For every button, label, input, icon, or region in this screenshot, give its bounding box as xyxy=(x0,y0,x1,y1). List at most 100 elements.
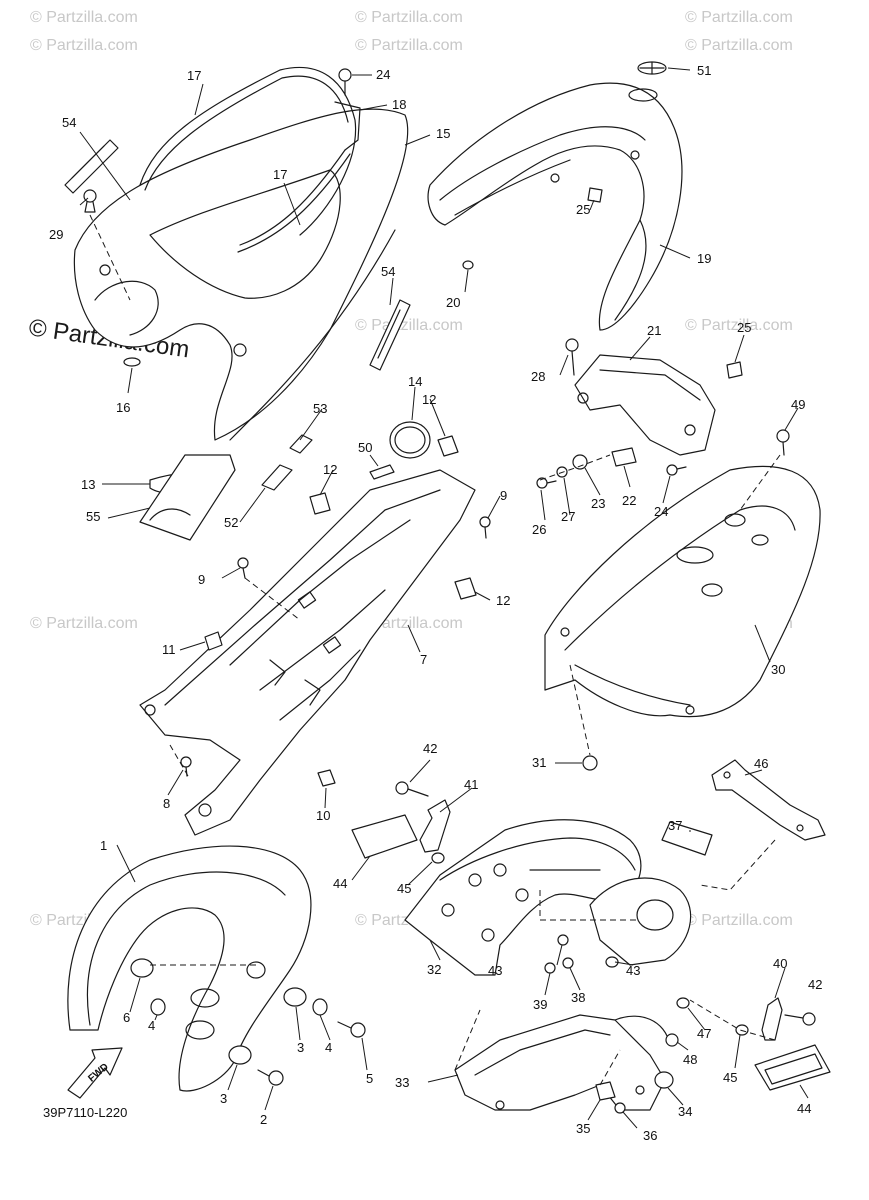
callout-39[interactable]: 39 xyxy=(533,997,547,1012)
tail-cover-19[interactable] xyxy=(427,82,683,331)
holder-12-right[interactable] xyxy=(454,577,477,600)
callout-40[interactable]: 40 xyxy=(773,956,787,971)
callout-34[interactable]: 34 xyxy=(678,1104,692,1119)
callout-12[interactable]: 12 xyxy=(323,462,337,477)
callout-8[interactable]: 8 xyxy=(163,796,170,811)
callout-24[interactable]: 24 xyxy=(654,504,668,519)
screw-26[interactable] xyxy=(536,477,557,489)
callout-33[interactable]: 33 xyxy=(395,1075,409,1090)
callout-16[interactable]: 16 xyxy=(116,400,130,415)
bolt-42-left[interactable] xyxy=(395,781,429,797)
rear-fender-33[interactable] xyxy=(454,1014,671,1111)
callout-46[interactable]: 46 xyxy=(754,756,768,771)
rear-fender-frame-7[interactable] xyxy=(139,469,476,836)
bolt-2[interactable] xyxy=(257,1069,284,1086)
callout-4[interactable]: 4 xyxy=(325,1040,332,1055)
callout-7[interactable]: 7 xyxy=(420,652,427,667)
callout-14[interactable]: 14 xyxy=(408,374,422,389)
callout-43[interactable]: 43 xyxy=(488,963,502,978)
clip-11[interactable] xyxy=(204,631,223,651)
callout-4[interactable]: 4 xyxy=(148,1018,155,1033)
clip-25-top[interactable] xyxy=(587,187,603,203)
callout-9[interactable]: 9 xyxy=(500,488,507,503)
grommet-34[interactable] xyxy=(654,1071,674,1089)
callout-11[interactable]: 11 xyxy=(162,642,176,657)
damper-52[interactable] xyxy=(261,464,293,491)
callout-12[interactable]: 12 xyxy=(496,593,510,608)
callout-37[interactable]: 37 xyxy=(668,818,682,833)
callout-50[interactable]: 50 xyxy=(358,440,372,455)
callout-42[interactable]: 42 xyxy=(808,977,822,992)
callout-28[interactable]: 28 xyxy=(531,369,545,384)
screw-24-right[interactable] xyxy=(666,464,687,476)
callout-5[interactable]: 5 xyxy=(366,1071,373,1086)
screw-36[interactable] xyxy=(614,1102,626,1114)
collar-6[interactable] xyxy=(130,958,154,978)
bolt-42-right[interactable] xyxy=(784,1012,816,1026)
emblem-54-left[interactable] xyxy=(64,139,119,194)
plate-37[interactable] xyxy=(661,821,713,856)
callout-54[interactable]: 54 xyxy=(381,264,395,279)
callout-38[interactable]: 38 xyxy=(571,990,585,1005)
callout-19[interactable]: 19 xyxy=(697,251,711,266)
callout-42[interactable]: 42 xyxy=(423,741,437,756)
holder-12-top[interactable] xyxy=(437,435,459,457)
nut-35[interactable] xyxy=(595,1081,616,1101)
nut-43-left[interactable] xyxy=(557,934,569,946)
callout-15[interactable]: 15 xyxy=(436,126,450,141)
screw-29[interactable] xyxy=(83,189,97,213)
callout-51[interactable]: 51 xyxy=(697,63,711,78)
license-light-housing[interactable] xyxy=(589,877,692,966)
callout-44[interactable]: 44 xyxy=(797,1101,811,1116)
callout-49[interactable]: 49 xyxy=(791,397,805,412)
nut-48[interactable] xyxy=(665,1033,679,1047)
bolt-28[interactable] xyxy=(565,338,579,376)
bolt-49[interactable] xyxy=(776,429,790,456)
bracket-40[interactable] xyxy=(761,997,783,1041)
callout-29[interactable]: 29 xyxy=(49,227,63,242)
callout-3[interactable]: 3 xyxy=(297,1040,304,1055)
tool-pad-55[interactable] xyxy=(139,454,236,541)
front-fender-1[interactable] xyxy=(67,845,312,1092)
nut-45-right[interactable] xyxy=(735,1024,749,1036)
callout-17[interactable]: 17 xyxy=(187,68,201,83)
callout-20[interactable]: 20 xyxy=(446,295,460,310)
screw-24-top[interactable] xyxy=(338,68,352,96)
collar-3-upper[interactable] xyxy=(283,987,307,1007)
callout-26[interactable]: 26 xyxy=(532,522,546,537)
callout-31[interactable]: 31 xyxy=(532,755,546,770)
washer-4-right[interactable] xyxy=(312,998,328,1016)
callout-54[interactable]: 54 xyxy=(62,115,76,130)
callout-43[interactable]: 43 xyxy=(626,963,640,978)
screw-31[interactable] xyxy=(582,755,598,771)
callout-45[interactable]: 45 xyxy=(723,1070,737,1085)
bracket-18[interactable] xyxy=(334,101,361,151)
damper-53[interactable] xyxy=(289,434,313,454)
collar-6-right[interactable] xyxy=(246,961,266,979)
ring-holder-14[interactable] xyxy=(389,421,431,459)
washer-38[interactable] xyxy=(562,957,574,969)
bracket-21[interactable] xyxy=(574,354,716,456)
callout-55[interactable]: 55 xyxy=(86,509,100,524)
washer-47[interactable] xyxy=(676,997,690,1009)
emblem-54-right[interactable] xyxy=(369,299,411,371)
callout-52[interactable]: 52 xyxy=(224,515,238,530)
nut-39[interactable] xyxy=(544,962,556,974)
callout-6[interactable]: 6 xyxy=(123,1010,130,1025)
washer-4-left[interactable] xyxy=(150,998,166,1016)
callout-44[interactable]: 44 xyxy=(333,876,347,891)
callout-13[interactable]: 13 xyxy=(81,477,95,492)
callout-17[interactable]: 17 xyxy=(273,167,287,182)
callout-32[interactable]: 32 xyxy=(427,962,441,977)
callout-18[interactable]: 18 xyxy=(392,97,406,112)
callout-10[interactable]: 10 xyxy=(316,808,330,823)
callout-45[interactable]: 45 xyxy=(397,881,411,896)
callout-22[interactable]: 22 xyxy=(622,493,636,508)
callout-21[interactable]: 21 xyxy=(647,323,661,338)
collar-23[interactable] xyxy=(572,454,588,470)
bracket-41[interactable] xyxy=(419,799,451,853)
bolt-5[interactable] xyxy=(337,1021,366,1038)
holder-12-left[interactable] xyxy=(309,492,331,515)
callout-48[interactable]: 48 xyxy=(683,1052,697,1067)
bolt-9-right[interactable] xyxy=(479,516,491,539)
